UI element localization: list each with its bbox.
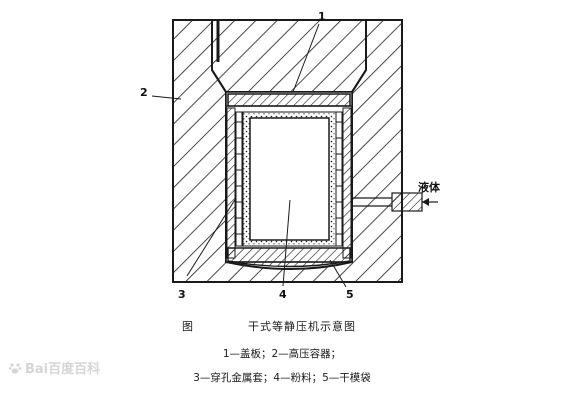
callout-3: 3 bbox=[178, 288, 186, 301]
leader-lines bbox=[151, 23, 347, 288]
callout-5: 5 bbox=[346, 288, 354, 301]
fluid-inlet bbox=[352, 192, 438, 212]
figure-caption-title: 图 干式等静压机示意图 bbox=[0, 318, 564, 334]
core bbox=[249, 117, 330, 241]
fluid-label: 液体 bbox=[418, 180, 441, 194]
callout-2: 2 bbox=[140, 86, 148, 99]
legend-line-2: 3—穿孔金属套；4—粉料；5—干模袋 bbox=[193, 372, 371, 384]
fluid-arrow-icon bbox=[422, 198, 429, 206]
watermark-text: Bai百度百科 bbox=[25, 362, 101, 377]
dry-mold-bag bbox=[225, 105, 353, 268]
cover-plate bbox=[211, 19, 367, 93]
figure-label: 图 bbox=[182, 320, 193, 333]
legend-line-1: 1—盖板；2—高压容器； bbox=[222, 348, 342, 360]
callout-4: 4 bbox=[279, 288, 287, 301]
top-plug bbox=[227, 93, 351, 107]
callout-1: 1 bbox=[318, 10, 326, 23]
paw-icon bbox=[8, 362, 22, 374]
figure-title: 干式等静压机示意图 bbox=[248, 320, 356, 333]
baidu-watermark: Bai百度百科 bbox=[8, 358, 100, 377]
